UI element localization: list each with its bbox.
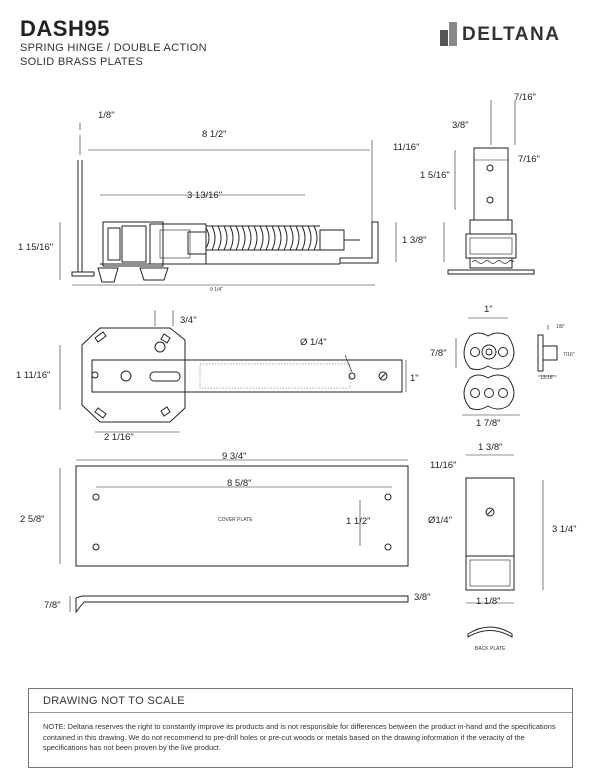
dim-end-right: 7/16"	[518, 154, 540, 165]
technical-drawing: 1/8" 8 1/2" 11/16" 3 13/16" 1 15/16" 1 3…	[16, 92, 577, 652]
cover-plate	[59, 459, 409, 614]
end-view	[443, 100, 535, 275]
dim-side-height: 1 15/16"	[18, 242, 53, 253]
pivot-plates	[455, 317, 558, 416]
back-plate-label: BACK PLATE	[475, 646, 506, 652]
back-plate	[465, 454, 544, 638]
dim-side-right-offset: 11/16"	[393, 142, 419, 153]
dim-end-left: 3/8"	[452, 120, 469, 131]
dim-side-right-height: 1 3/8"	[402, 235, 427, 246]
subtitle-line-2: SOLID BRASS PLATES	[20, 56, 144, 68]
dim-pin-top: 1/8"	[556, 324, 565, 330]
notice-box: DRAWING NOT TO SCALE NOTE: Deltana reser…	[28, 688, 573, 768]
dim-back-offset: 11/16"	[430, 460, 456, 471]
subtitle-line-1: SPRING HINGE / DOUBLE ACTION	[20, 42, 207, 54]
side-view	[59, 123, 397, 286]
dim-side-top-offset: 1/8"	[98, 110, 115, 121]
dim-cover-height: 2 5/8"	[20, 514, 45, 525]
dim-end-height: 1 5/16"	[420, 170, 450, 181]
top-view	[59, 310, 407, 433]
dim-cover-side-left: 7/8"	[44, 600, 61, 611]
dim-side-bottom: 9 1/4"	[210, 287, 223, 293]
cover-plate-label: COVER PLATE	[218, 517, 253, 523]
dim-top-height: 1 11/16"	[16, 370, 50, 381]
model-title: DASH95	[20, 16, 110, 41]
notice-text: NOTE: Deltana reserves the right to cons…	[43, 722, 556, 752]
dim-cover-length: 9 3/4"	[222, 451, 247, 462]
dim-end-top: 7/16"	[514, 92, 536, 103]
dim-cover-hole-spacing: 1 1/2"	[346, 516, 371, 527]
dim-back-height: 3 1/4"	[552, 524, 577, 535]
dim-side-spring: 3 13/16"	[187, 190, 222, 201]
dim-back-width: 1 3/8"	[478, 442, 503, 453]
dim-plate-top-width: 1"	[484, 304, 493, 315]
dim-plate-width: 1 7/8"	[476, 418, 501, 429]
dim-top-offset: 3/4"	[180, 315, 197, 326]
dim-top-hole: Ø 1/4"	[300, 337, 327, 348]
dim-pin-right: 7/16"	[563, 352, 575, 358]
notice-header: DRAWING NOT TO SCALE	[29, 689, 572, 713]
dim-back-hole: Ø1/4"	[428, 515, 452, 526]
dim-back-bottom: 1 1/8"	[476, 596, 501, 607]
notice-heading: DRAWING NOT TO SCALE	[43, 695, 185, 707]
dim-cover-side-right: 3/8"	[414, 592, 431, 603]
dim-pin-bottom: 13/16"	[540, 375, 555, 381]
dim-side-length: 8 1/2"	[202, 129, 227, 140]
dim-cover-holes: 8 5/8"	[227, 478, 252, 489]
dim-plate-height: 7/8"	[430, 348, 447, 359]
brand-name: DELTANA	[462, 24, 561, 45]
dim-top-width: 1"	[410, 373, 419, 384]
deltana-logo-icon	[440, 22, 457, 46]
dim-top-bottom: 2 1/16"	[104, 432, 134, 443]
